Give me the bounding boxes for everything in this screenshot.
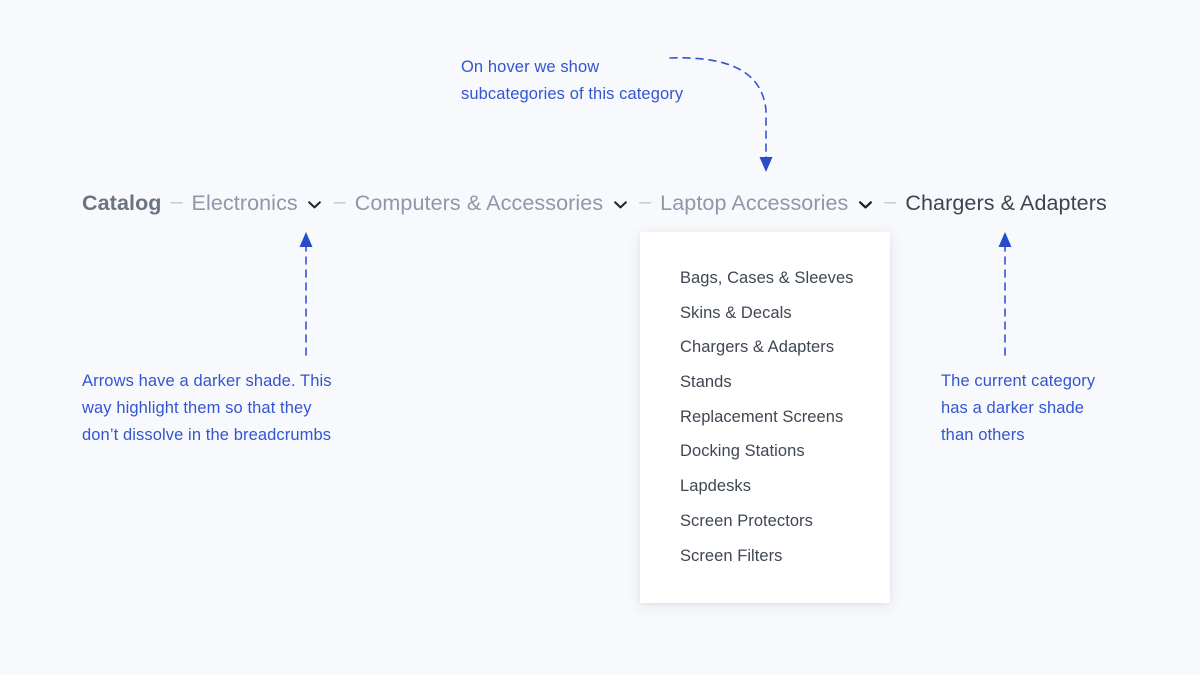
chevron-down-icon[interactable]	[305, 195, 325, 215]
breadcrumb-item-laptop-accessories[interactable]: Laptop Accessories	[660, 191, 875, 216]
breadcrumb-item-chargers-adapters[interactable]: Chargers & Adapters	[905, 191, 1106, 216]
list-item[interactable]: Replacement Screens	[680, 407, 844, 426]
list-item[interactable]: Screen Protectors	[680, 511, 813, 530]
breadcrumb-item-catalog[interactable]: Catalog	[82, 191, 162, 216]
arrow-up-icon-left	[299, 232, 313, 356]
list-item[interactable]: Bags, Cases & Sleeves	[680, 269, 854, 287]
breadcrumb-separator: –	[333, 189, 346, 214]
subcategory-list: Bags, Cases & Sleeves Skins & Decals Cha…	[640, 232, 890, 580]
breadcrumb-label: Laptop Accessories	[660, 190, 849, 215]
arrow-up-icon-right	[998, 232, 1012, 356]
breadcrumb-label-current: Chargers & Adapters	[905, 190, 1107, 215]
list-item[interactable]: Skins & Decals	[680, 303, 792, 322]
list-item[interactable]: Lapdesks	[680, 477, 752, 496]
chevron-down-icon[interactable]	[610, 195, 630, 215]
breadcrumb-separator: –	[639, 189, 652, 214]
breadcrumb-separator: –	[170, 189, 183, 214]
breadcrumb-label: Catalog	[82, 190, 162, 215]
breadcrumb-item-electronics[interactable]: Electronics	[192, 191, 325, 216]
list-item[interactable]: Stands	[680, 373, 732, 392]
annotation-current-category-text: The current category has a darker shade …	[941, 372, 1096, 444]
annotation-arrows-text: Arrows have a darker shade. This way hig…	[82, 372, 332, 444]
breadcrumb-label: Computers & Accessories	[354, 190, 604, 215]
breadcrumb-label: Electronics	[191, 190, 298, 215]
breadcrumb-separator: –	[884, 189, 897, 214]
subcategory-dropdown-panel: Bags, Cases & Sleeves Skins & Decals Cha…	[640, 232, 890, 603]
annotation-hover-text: On hover we show subcategories of this c…	[461, 58, 684, 103]
list-item[interactable]: Docking Stations	[680, 442, 805, 461]
list-item[interactable]: Chargers & Adapters	[680, 338, 835, 357]
list-item[interactable]: Screen Filters	[680, 546, 783, 565]
breadcrumb: Catalog – Electronics – Computers & Acce…	[82, 186, 1107, 220]
chevron-down-icon[interactable]	[855, 195, 875, 215]
breadcrumb-item-computers-accessories[interactable]: Computers & Accessories	[355, 191, 630, 216]
